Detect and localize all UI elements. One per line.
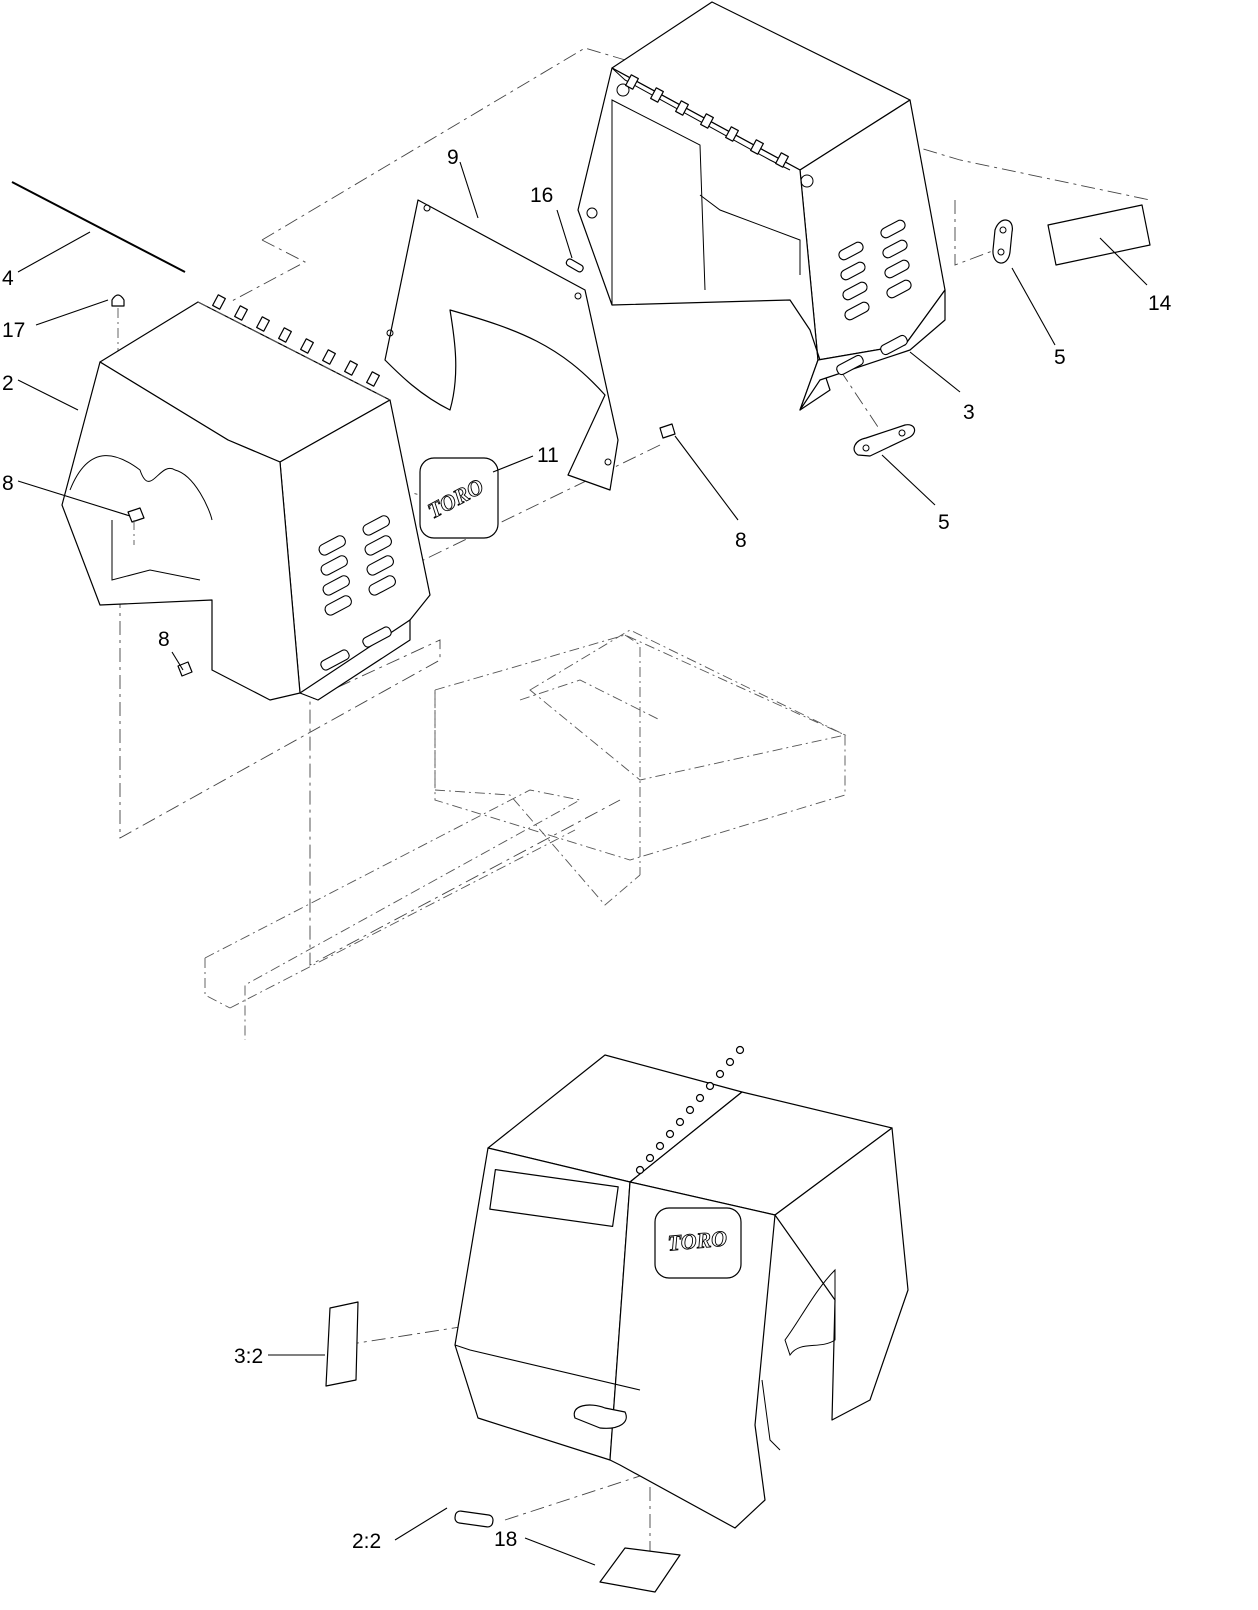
bolt-part-8-upper-left <box>127 507 145 545</box>
callout-14: 14 <box>1148 292 1172 315</box>
callout-2-2: 2:2 <box>352 1530 381 1553</box>
rod-part-4 <box>11 181 186 273</box>
shield-plate-part-9 <box>384 199 619 491</box>
latch-part-5-lower <box>853 424 916 457</box>
callout-11: 11 <box>537 444 559 467</box>
callout-leaders <box>17 161 1148 1566</box>
callout-5-upper: 5 <box>1054 346 1066 369</box>
callout-8-lower-left: 8 <box>158 628 170 651</box>
callout-17: 17 <box>2 319 25 342</box>
callout-8-right: 8 <box>735 529 747 552</box>
decal-part-18 <box>599 1547 681 1593</box>
left-cover-part-2: TORO <box>61 294 499 701</box>
callout-labels: 4 17 2 8 8 8 9 16 11 3 5 5 14 3:2 2:2 18 <box>2 146 1172 1553</box>
callout-4: 4 <box>2 267 14 290</box>
toro-logo-lower: TORO <box>667 1225 729 1255</box>
decal-part-14 <box>1047 204 1151 266</box>
callout-18: 18 <box>494 1528 517 1551</box>
left-cover-hinge <box>212 294 380 387</box>
right-cover-hinge <box>625 74 789 168</box>
callout-3: 3 <box>963 401 975 424</box>
callout-2: 2 <box>2 372 14 395</box>
callout-16: 16 <box>530 184 553 207</box>
assembled-cover-view: TORO <box>325 1045 909 1593</box>
toro-decal-part-11: TORO <box>419 457 499 539</box>
bolt-part-8-lower-left <box>177 661 193 677</box>
bolt-part-8-right <box>659 423 676 439</box>
callout-5-lower: 5 <box>938 511 950 534</box>
chassis-frame <box>204 629 847 1040</box>
right-cover-vents <box>836 219 912 376</box>
decal-part-2-2 <box>454 1510 494 1528</box>
callout-8-upper-left: 8 <box>2 472 14 495</box>
decal-part-3-2 <box>325 1301 359 1387</box>
right-cover-part-3 <box>577 1 946 411</box>
callout-3-2: 3:2 <box>234 1345 263 1368</box>
assembled-hinge <box>635 1045 745 1175</box>
latch-part-5-upper <box>992 219 1013 264</box>
left-cover-vents <box>318 515 396 671</box>
callout-9: 9 <box>447 146 459 169</box>
clip-part-16 <box>565 258 584 273</box>
